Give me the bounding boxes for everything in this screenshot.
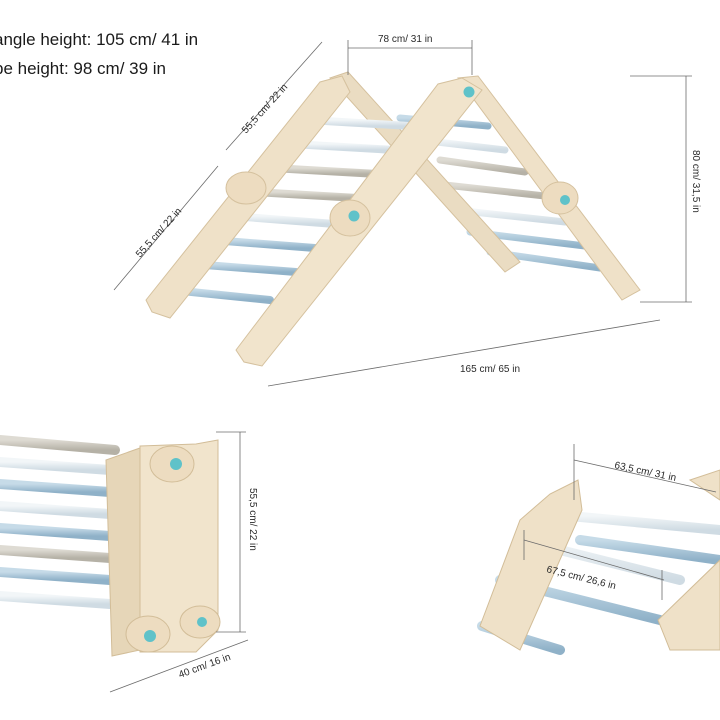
dim-side-lower: 55,5 cm/ 22 in	[134, 206, 184, 260]
triangle-ladder: 78 cm/ 31 in 55,5 cm/ 22 in 55,5 cm/ 22 …	[113, 34, 701, 387]
dim-folded-height: 55,5 cm/ 22 in	[247, 488, 258, 551]
slope-height-text: pe height: 98 cm/ 39 in	[0, 59, 167, 78]
dim-height: 80 cm/ 31,5 in	[690, 150, 701, 213]
folded-ladder: 55,5 cm/ 22 in 40 cm/ 16 in	[0, 431, 258, 693]
triangle-height-text: angle height: 105 cm/ 41 in	[0, 30, 199, 49]
dim-base-length: 165 cm/ 65 in	[460, 364, 520, 375]
ladder-detail: 63,5 cm/ 31 in 67,5 cm/ 26,6 in	[477, 444, 720, 655]
dim-inner-width: 63,5 cm/ 31 in	[613, 460, 677, 484]
dim-top-width: 78 cm/ 31 in	[378, 34, 432, 45]
dim-rung-length: 67,5 cm/ 26,6 in	[545, 564, 617, 592]
